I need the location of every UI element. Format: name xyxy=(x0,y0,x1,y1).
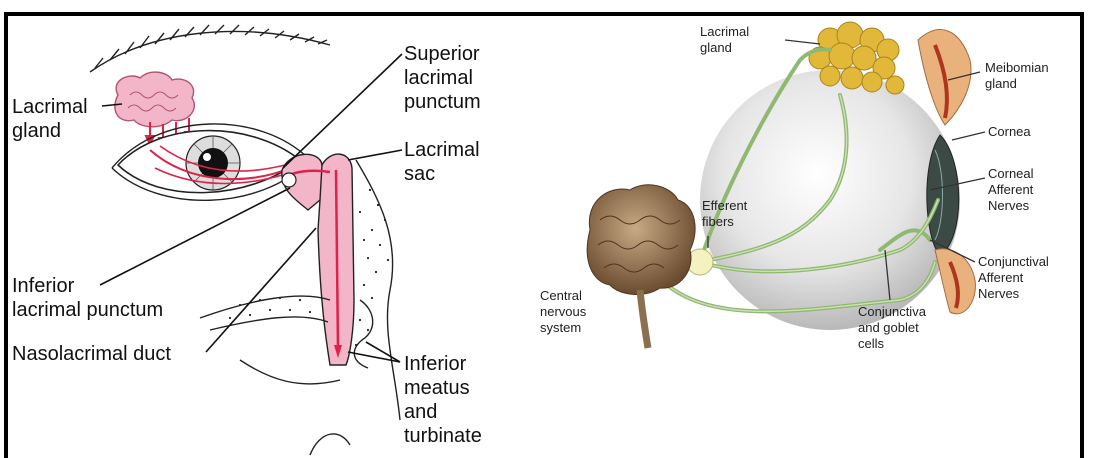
eye xyxy=(112,124,308,200)
label-lacrimal-gland-right: Lacrimal gland xyxy=(700,24,749,56)
label-nasolacrimal-duct: Nasolacrimal duct xyxy=(12,342,171,366)
lacrimal-gland-cluster xyxy=(809,22,904,94)
label-lacrimal-sac: Lacrimal sac xyxy=(404,138,480,186)
label-lacrimal-gland-left: Lacrimal gland xyxy=(12,95,88,143)
lacrimal-gland-shape xyxy=(115,72,194,127)
label-meibomian-gland: Meibomian gland xyxy=(985,60,1049,92)
lacrimal-sac-and-duct xyxy=(282,154,354,365)
brain xyxy=(587,185,695,348)
label-conjunctival-afferent-nerves: Conjunctival Afferent Nerves xyxy=(978,254,1049,302)
label-superior-lacrimal-punctum: Superior lacrimal punctum xyxy=(404,42,481,114)
label-inferior-meatus-turbinate: Inferior meatus and turbinate xyxy=(404,352,482,448)
eyelid-lower xyxy=(935,249,975,314)
label-corneal-afferent-nerves: Corneal Afferent Nerves xyxy=(988,166,1034,214)
label-efferent-fibers: Efferent fibers xyxy=(702,198,747,230)
label-inferior-lacrimal-punctum: Inferior lacrimal punctum xyxy=(12,274,163,322)
eyebrow xyxy=(90,25,330,72)
label-cornea: Cornea xyxy=(988,124,1031,140)
eyelid-upper xyxy=(918,30,971,125)
label-central-nervous-system: Central nervous system xyxy=(540,288,586,336)
label-conjunctiva-goblet-cells: Conjunctiva and goblet cells xyxy=(858,304,926,352)
